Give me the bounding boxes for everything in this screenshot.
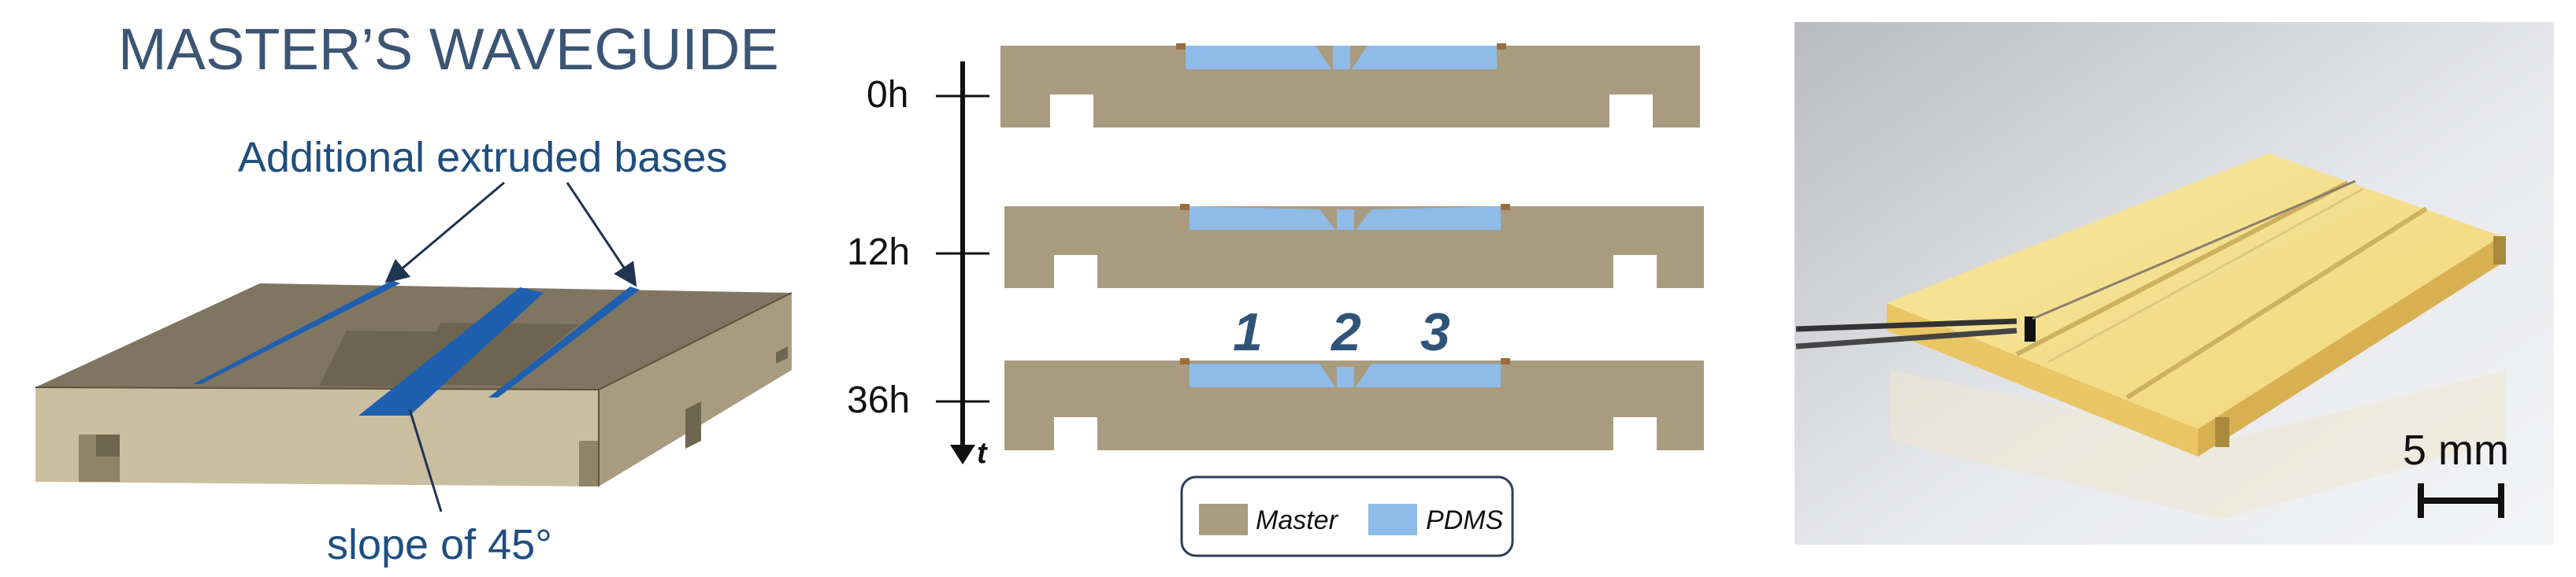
middle-panel: t 0h 12h 36h [847,43,1704,557]
legend-label-pdms: PDMS [1426,505,1504,535]
annotation-extruded-bases: Additional extruded bases [238,134,727,181]
legend: Master PDMS [1180,475,1514,557]
time-label-12h: 12h [847,231,910,273]
pdms-region-3-36h [1356,364,1501,387]
arrow-to-right-base [566,182,637,287]
time-axis-arrowhead [950,445,975,464]
pdms-region-1-0h [1186,46,1331,69]
region-label-3: 3 [1420,302,1450,362]
cross-section-12h [1004,204,1704,288]
time-label-36h: 36h [847,379,910,421]
extruded-base-center [358,287,544,416]
pdms-region-3-0h [1352,46,1497,69]
region-label-2: 2 [1330,302,1361,362]
panel-title: MASTER’S WAVEGUIDE [118,17,779,82]
extruded-base-left [193,280,400,384]
right-panel: 5 mm [1795,22,2554,545]
left-panel: MASTER’S WAVEGUIDE Additional extruded b… [35,17,792,568]
annotation-slope: slope of 45° [327,521,552,568]
arrow-to-left-base [384,181,505,283]
pdms-region-3-12h [1356,206,1501,230]
cross-section-36h [1004,358,1704,450]
time-label-0h: 0h [867,74,908,116]
master-profile-12h [1004,206,1704,288]
arrow-slope-pointer [408,409,443,512]
legend-swatch-pdms [1368,504,1417,535]
pdms-region-2-12h [1337,209,1354,230]
fiber-holder [1795,179,2356,350]
legend-swatch-master [1199,504,1248,535]
region-label-1: 1 [1233,302,1263,362]
axis-label-t: t [977,437,988,470]
master-profile-0h [1000,46,1700,128]
pdms-region-1-36h [1190,364,1335,387]
scale-bar-label: 5 mm [2403,427,2509,474]
pdms-sample-render [1887,153,2506,457]
pdms-region-2-0h [1333,46,1350,69]
legend-label-master: Master [1256,505,1339,535]
pdms-region-1-12h [1190,206,1335,230]
master-profile-36h [1004,361,1704,450]
cross-section-0h [1000,43,1700,128]
extruded-base-right [488,287,640,398]
scale-bar [2418,483,2504,518]
pdms-region-2-36h [1337,367,1354,387]
